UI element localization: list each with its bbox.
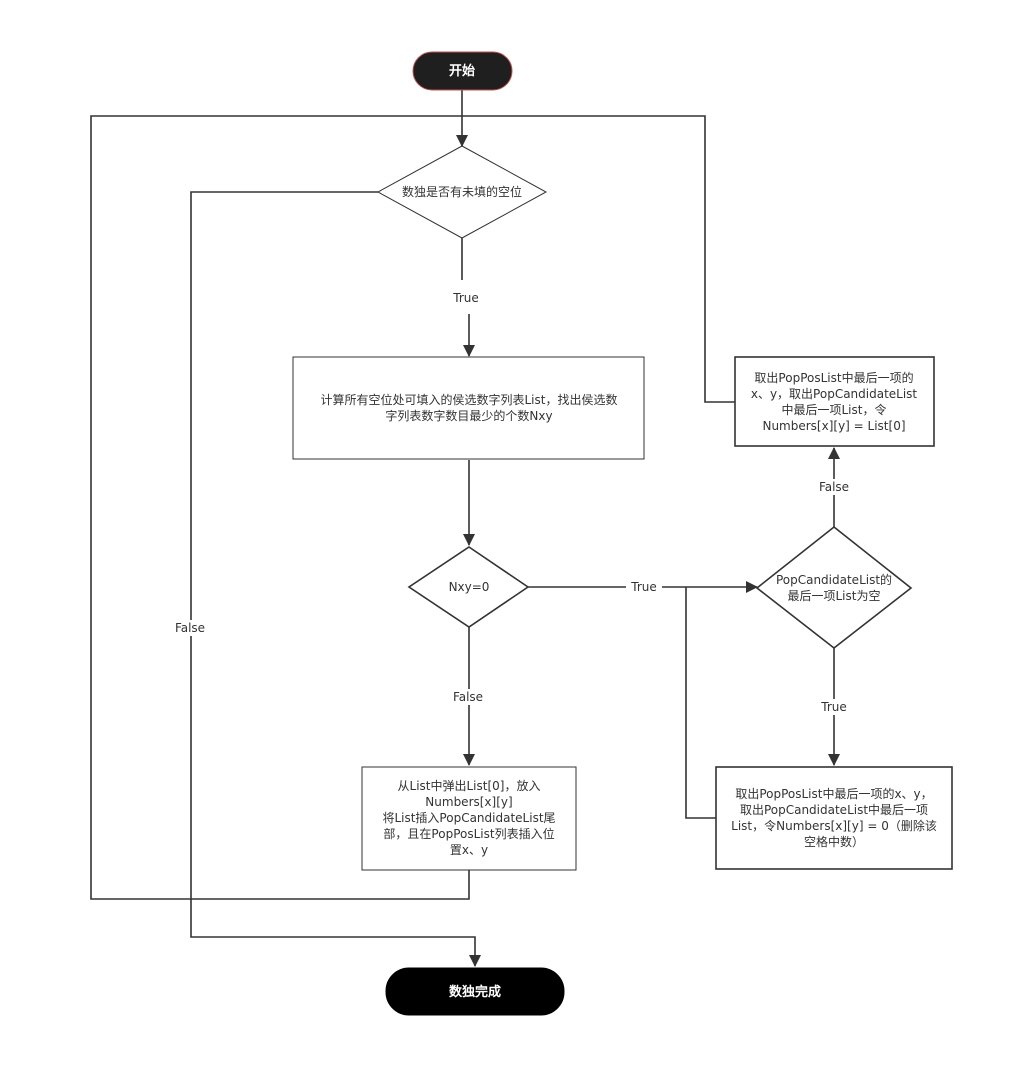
- start-node: 开始: [412, 51, 513, 91]
- text-line: Numbers[x][y]: [425, 795, 512, 809]
- text-line: 字列表数字数目最少的个数Nxy: [385, 408, 552, 423]
- text-line: 取出PopPosList中最后一项的x、y，: [735, 786, 932, 801]
- arrowhead: [746, 581, 758, 593]
- text-line: 取出PopCandidateList中最后一项: [740, 802, 928, 817]
- text-line: 空格中数）: [804, 834, 864, 849]
- arrowhead: [456, 135, 468, 147]
- process-pop-list-label: 从List中弹出List[0]，放入 Numbers[x][y] 将List插入Po…: [382, 778, 555, 857]
- process-pop-list: 从List中弹出List[0]，放入 Numbers[x][y] 将List插入Po…: [361, 766, 577, 871]
- text-line: 从List中弹出List[0]，放入: [398, 778, 541, 793]
- edge-pop-loop: [90, 115, 470, 900]
- edge-label-nxy-true: True: [630, 580, 657, 594]
- edge-check-false: [190, 191, 476, 966]
- text-line: 将List插入PopCandidateList尾: [382, 811, 555, 825]
- edge-restore-loop: [462, 115, 735, 403]
- text-line: 取出PopPosList中最后一项的: [754, 370, 913, 385]
- process-compute-candidates: 计算所有空位处可填入的侯选数字列表List，找出侯选数字列表数字数目最少的个数N…: [292, 356, 645, 460]
- arrowhead: [463, 754, 475, 766]
- start-label: 开始: [449, 63, 475, 79]
- arrowhead: [463, 345, 475, 357]
- end-node: 数独完成: [385, 967, 565, 1016]
- edge-clear-loop: [685, 587, 716, 819]
- text-line: 中最后一项List，令: [782, 402, 887, 417]
- edge-label-check-false: False: [175, 621, 205, 635]
- text-line: 开始: [449, 63, 475, 79]
- process-backtrack-clear: 取出PopPosList中最后一项的x、y，取出PopCandidateList…: [715, 766, 953, 870]
- decision-nxy-zero-label: Nxy=0: [449, 580, 490, 594]
- edge-labels: True False True False True False: [172, 290, 853, 715]
- decision-empty-cells-label: 数独是否有未填的空位: [402, 184, 522, 199]
- decision-nxy-zero: Nxy=0: [407, 546, 530, 628]
- process-backtrack-clear-label: 取出PopPosList中最后一项的x、y，取出PopCandidateList…: [731, 786, 937, 849]
- end-label: 数独完成: [449, 984, 501, 1000]
- decision-candidate-empty: PopCandidateList的最后一项List为空: [755, 525, 913, 650]
- decision-candidate-empty-label: PopCandidateList的最后一项List为空: [776, 572, 892, 603]
- arrowhead: [463, 534, 475, 546]
- text-line: x、y，取出PopCandidateList: [751, 387, 918, 401]
- edge-label-cand-false: False: [819, 480, 849, 494]
- text-line: 最后一项List为空: [788, 589, 881, 603]
- edge-label-cand-true: True: [820, 700, 847, 714]
- text-line: 置x、y: [450, 843, 488, 857]
- arrowhead: [469, 955, 481, 967]
- text-line: PopCandidateList的: [776, 572, 892, 587]
- edge-label-nxy-false: False: [453, 690, 483, 704]
- text-line: Numbers[x][y] = List[0]: [762, 419, 905, 433]
- arrowhead: [828, 447, 840, 459]
- text-line: 计算所有空位处可填入的侯选数字列表List，找出侯选数: [321, 392, 618, 407]
- edge-label-check-true: True: [452, 291, 479, 305]
- arrowhead: [828, 754, 840, 766]
- text-line: 部，且在PopPosList列表插入位: [383, 826, 554, 841]
- text-line: 数独完成: [449, 984, 501, 1000]
- process-compute-candidates-label: 计算所有空位处可填入的侯选数字列表List，找出侯选数字列表数字数目最少的个数N…: [321, 392, 618, 423]
- decision-empty-cells: 数独是否有未填的空位: [376, 145, 548, 239]
- text-line: Nxy=0: [449, 580, 490, 594]
- text-line: 数独是否有未填的空位: [402, 184, 522, 199]
- process-backtrack-restore-label: 取出PopPosList中最后一项的 x、y，取出PopCandidateList…: [751, 370, 918, 433]
- text-line: List，令Numbers[x][y] = 0（删除该: [731, 818, 937, 833]
- process-backtrack-restore: 取出PopPosList中最后一项的 x、y，取出PopCandidateList…: [734, 356, 935, 447]
